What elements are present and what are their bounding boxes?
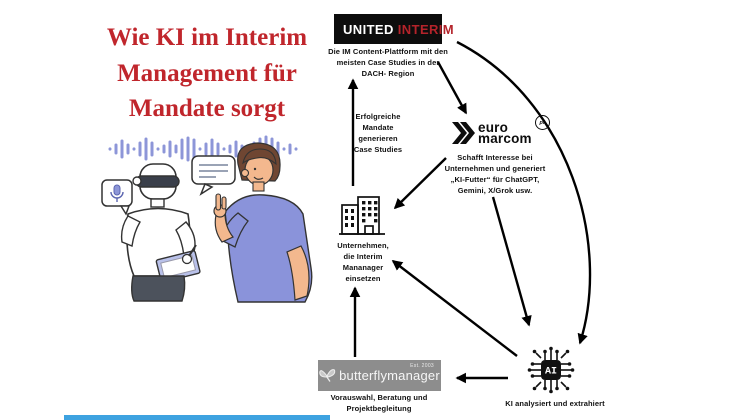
arrow-ai-to-companies — [391, 260, 518, 357]
chat-speech-bubble-icon — [191, 155, 236, 196]
euro-marcom-pr-badge: pr — [534, 115, 550, 130]
euro-marcom-logo: euro marcom pr — [451, 115, 550, 147]
companies-caption: Unternehmen, die Interim Mananager einse… — [337, 241, 389, 283]
united-interim-logo: UNITED INTERIM — [334, 14, 454, 44]
arrow-euromarcom-to-companies — [393, 157, 447, 210]
united-interim-brand-first: UNITED — [343, 21, 394, 37]
ai-caption: KI analysiert und extrahiert — [505, 399, 605, 408]
euro-marcom-brand-second: marcom — [478, 131, 532, 146]
robot-figure — [120, 163, 201, 302]
butterflymanager-established: Est. 2003 — [410, 363, 434, 369]
ai-chip-label: AI — [545, 367, 557, 378]
flow-label-case-studies: Erfolgreiche Mandate generieren Case Stu… — [353, 112, 403, 154]
ai-chip-icon: AI — [527, 346, 575, 394]
butterflymanager-brand: butterflymanager — [339, 368, 440, 383]
euro-marcom-chevrons-icon — [452, 122, 475, 144]
united-interim-caption: Die IM Content-Plattform mit den meisten… — [328, 47, 448, 78]
euro-marcom-brand-first: euro — [478, 120, 509, 135]
bottom-accent-bar — [64, 415, 330, 420]
page-title: Wie KI im Interim Management für Mandate… — [106, 24, 308, 122]
butterfly-icon — [319, 369, 336, 382]
arrow-euromarcom-to-ai — [491, 196, 532, 327]
microphone-speech-bubble-icon — [101, 179, 133, 216]
euro-marcom-caption: Schafft Interesse bei Unternehmen und ge… — [444, 153, 546, 195]
butterflymanager-caption: Vorauswahl, Beratung und Projektbegleitu… — [330, 393, 428, 413]
robot-human-conversation-illustration — [101, 135, 313, 303]
united-interim-brand-second: INTERIM — [397, 21, 455, 37]
arrow-united-to-ai-curve — [456, 40, 592, 345]
arrow-united-to-euromarcom — [436, 61, 468, 115]
company-buildings-icon — [339, 196, 385, 235]
person-figure — [213, 142, 313, 303]
butterflymanager-logo: butterflymanager Est. 2003 — [318, 360, 441, 391]
